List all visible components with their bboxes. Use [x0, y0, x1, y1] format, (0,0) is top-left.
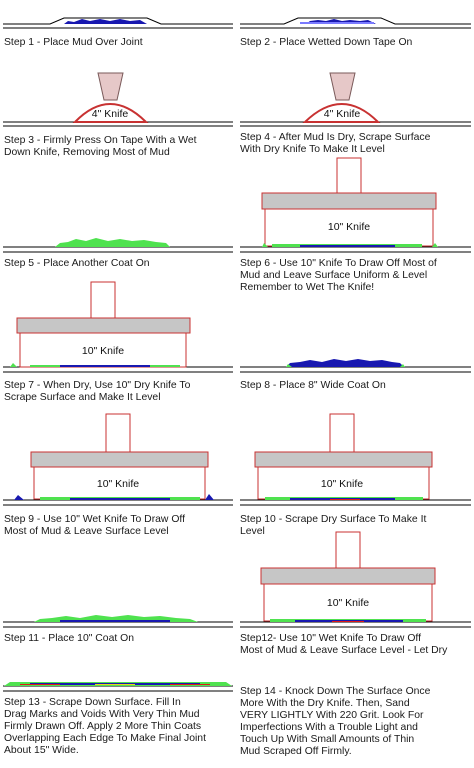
step-9-caption: Step 9 - Use 10" Wet Knife To Draw Off M… [4, 514, 185, 537]
step-5-caption: Step 5 - Place Another Coat On [4, 258, 150, 269]
mud-layer [300, 245, 395, 247]
mud-layer [332, 621, 364, 622]
mud-layer [170, 684, 210, 685]
knife-handle [335, 531, 361, 570]
knife-handle [336, 157, 362, 194]
step-10-drawing: 10" Knife [240, 413, 471, 506]
knife-blade-top [30, 451, 209, 468]
wall-line [3, 621, 233, 628]
knife-blade-top [16, 317, 191, 334]
knife-blade [264, 208, 434, 247]
step-7-caption: Step 7 - When Dry, Use 10" Dry Knife To … [4, 380, 191, 403]
step-1-caption: Step 1 - Place Mud Over Joint [4, 37, 143, 48]
step-8-drawing [240, 359, 471, 373]
knife-handle [329, 413, 355, 453]
knife-handle [97, 72, 124, 101]
step-4-drawing: 4" Knife [240, 72, 471, 127]
knife-handle [90, 281, 116, 320]
mud-layer [60, 365, 150, 367]
step-6-caption: Step 6 - Use 10" Knife To Draw Off Most … [240, 258, 437, 293]
step-10-caption: Step 10 - Scrape Dry Surface To Make It … [240, 514, 427, 537]
step-3-drawing: 4" Knife [3, 72, 233, 127]
wall-line [240, 17, 471, 25]
knife-blade [72, 103, 149, 123]
knife-blade-top [254, 451, 433, 468]
wall-line [3, 685, 233, 692]
knife-blade [257, 466, 430, 500]
knife-blade-top [261, 192, 437, 210]
mud-blob [64, 19, 147, 24]
mud-layer [330, 499, 360, 500]
knife-handle [105, 413, 131, 453]
knife-blade [19, 332, 187, 368]
knife-blade-top [260, 567, 436, 585]
knife-label: 10" Knife [327, 597, 369, 609]
step-5-drawing [3, 238, 233, 253]
wall-line [3, 17, 233, 25]
step-6-drawing: 10" Knife [240, 157, 471, 253]
step-3-caption: Step 3 - Firmly Press On Tape With a Wet… [4, 135, 197, 158]
step-4-caption: Step 4 - After Mud Is Dry, Scrape Surfac… [240, 132, 431, 155]
step-11-caption: Step 11 - Place 10" Coat On [4, 633, 134, 644]
knife-label: 10" Knife [82, 345, 124, 357]
tape [300, 22, 374, 24]
step-2-caption: Step 2 - Place Wetted Down Tape On [240, 37, 413, 48]
mud-layer [60, 620, 170, 622]
knife-label: 4" Knife [324, 108, 361, 120]
mud-layer [70, 498, 170, 500]
knife-label: 10" Knife [328, 221, 370, 233]
step-12-caption: Step12- Use 10" Wet Knife To Draw Off Mo… [240, 633, 448, 656]
step-12-drawing: 10" Knife [240, 531, 471, 628]
step-13-drawing [3, 682, 233, 692]
knife-blade [302, 103, 381, 123]
mud-blob [286, 359, 404, 367]
knife-handle [329, 72, 356, 101]
mud-blob [55, 238, 170, 247]
step-13-caption: Step 13 - Scrape Down Surface. Fill In D… [4, 697, 206, 756]
mud-layer [20, 684, 60, 685]
step-11-drawing [3, 615, 233, 628]
step-14-caption: Step 14 - Knock Down The Surface Once Mo… [240, 686, 431, 757]
knife-label: 4" Knife [92, 108, 129, 120]
wall-line [3, 246, 233, 253]
knife-label: 10" Knife [321, 478, 363, 490]
wall-line [240, 499, 471, 506]
mud-layer [95, 684, 135, 685]
step-8-caption: Step 8 - Place 8" Wide Coat On [240, 380, 386, 391]
wall-line [240, 246, 471, 253]
knife-blade [33, 466, 206, 500]
wall-line [3, 366, 233, 373]
wall-line [240, 366, 471, 373]
wall-line [3, 499, 233, 506]
step-9-drawing: 10" Knife [3, 413, 233, 506]
step-1-drawing [3, 17, 233, 29]
wall-line [240, 621, 471, 628]
step-7-drawing: 10" Knife [3, 281, 233, 373]
knife-label: 10" Knife [97, 478, 139, 490]
step-2-drawing [240, 17, 471, 29]
knife-blade [263, 583, 433, 622]
mud-spill [10, 363, 17, 367]
